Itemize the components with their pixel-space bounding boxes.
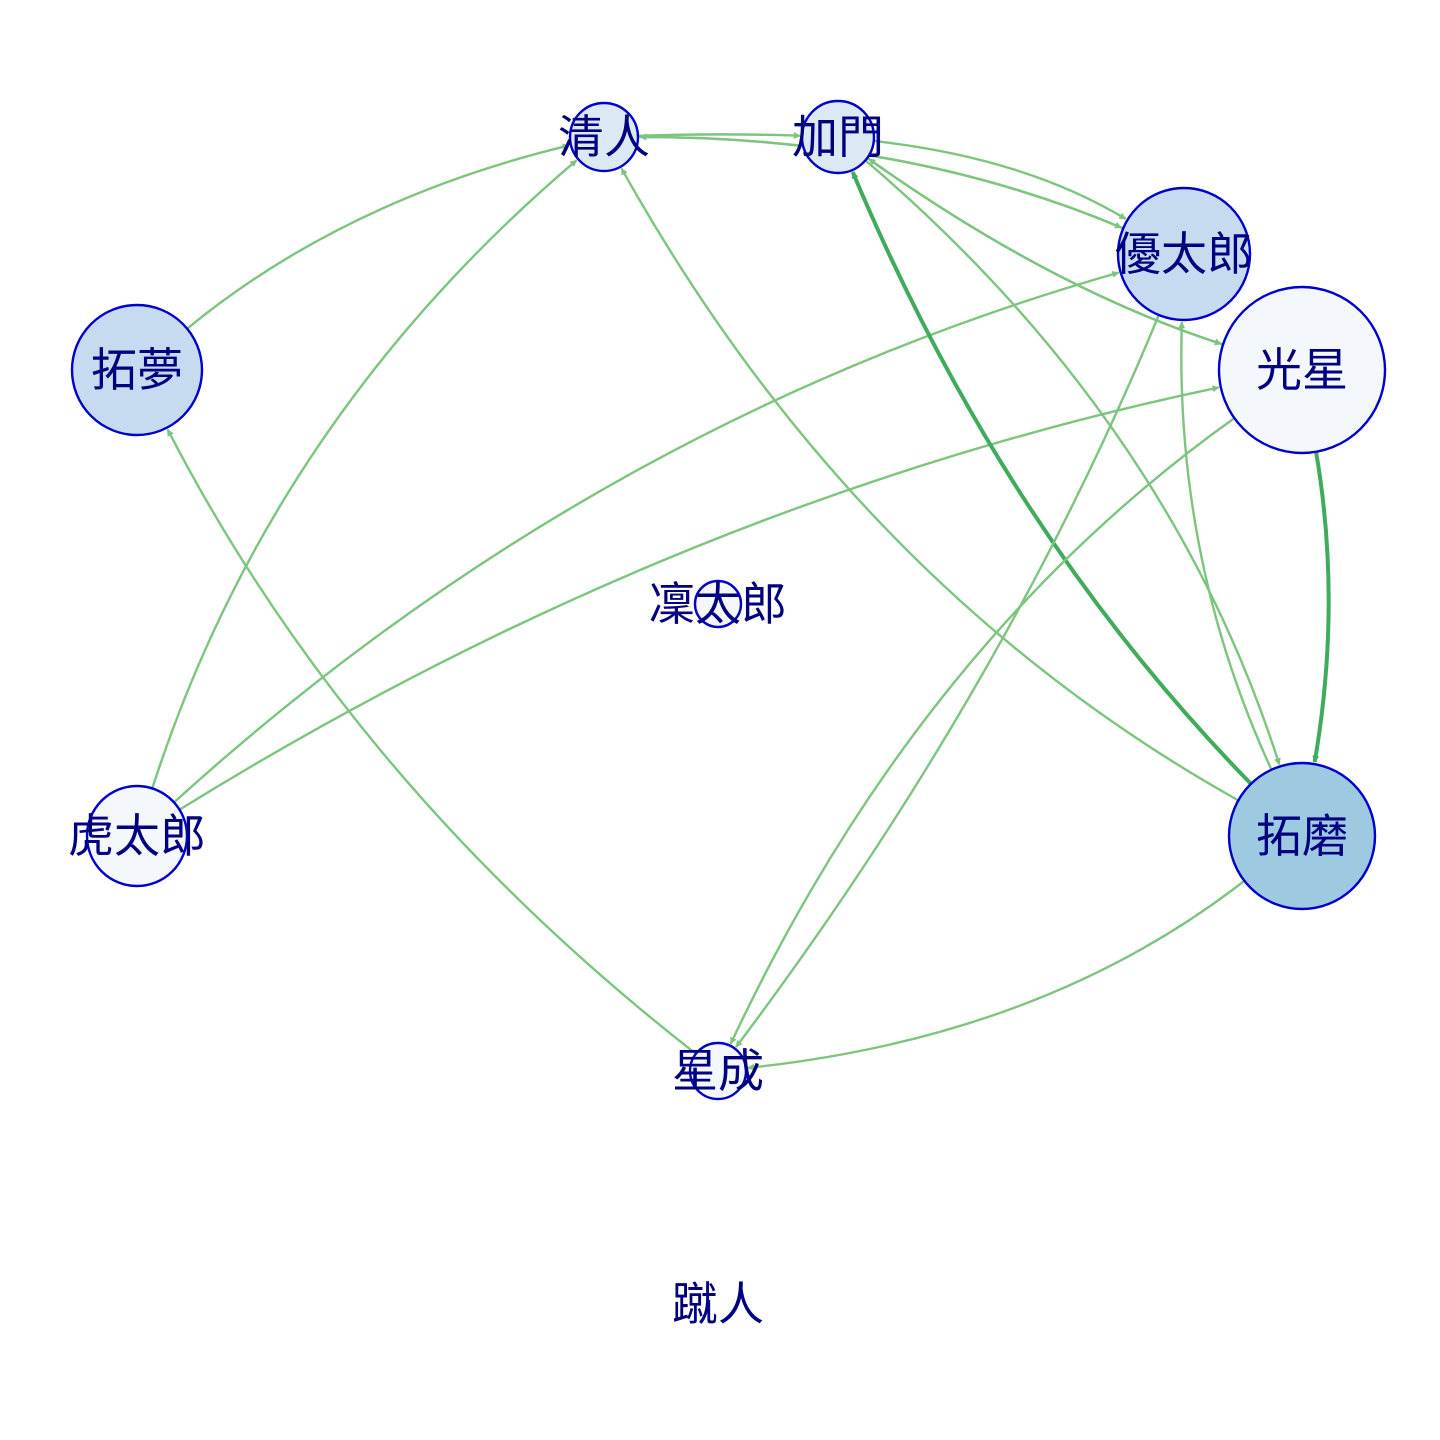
node-circle-kado[interactable] [800,99,876,175]
edges-layer [151,131,1331,1071]
edge-takumu-kiyoto [186,143,570,330]
node-label-kotaro: 虎太郎 [68,809,206,863]
edge-takuma-kado [850,171,1253,786]
edge-sena-takumu [166,428,697,1055]
node-kiyoto[interactable]: 清人 [558,101,650,173]
edge-kosei-kado [868,158,1224,346]
node-circle-yutaro[interactable] [1116,186,1252,322]
node-circle-takumu[interactable] [70,303,204,437]
edge-takuma-yutaro [1178,321,1273,771]
node-label-kosei: 光星 [1256,343,1348,397]
node-yutaro[interactable]: 優太郎 [1115,186,1253,322]
node-circle-rintaro[interactable] [693,579,743,629]
edge-kosei-takuma [1312,451,1331,763]
node-circle-kotaro[interactable] [85,784,189,888]
edge-yutaro-kiyoto [639,133,1124,230]
node-kotaro[interactable]: 虎太郎 [68,784,206,888]
edge-kiyoto-kado [637,131,801,139]
edge-kado-takuma [864,159,1281,766]
node-circle-kosei[interactable] [1217,285,1387,455]
node-rintaro[interactable]: 凜太郎 [649,577,787,631]
edge-takuma-sena [747,879,1246,1071]
node-takumu[interactable]: 拓夢 [70,303,204,437]
edge-takuma-kiyoto [620,167,1239,802]
node-label-shuto: 蹴人 [672,1277,764,1331]
edge-kotaro-yutaro [173,271,1120,804]
node-circle-takuma[interactable] [1227,761,1377,911]
node-circle-kiyoto[interactable] [568,101,640,173]
node-circle-sena[interactable] [688,1041,748,1101]
edge-kosei-sena [729,417,1236,1045]
node-label-takuma: 拓磨 [1256,809,1348,863]
node-shuto[interactable]: 蹴人 [672,1277,764,1331]
edge-kotaro-kosei [178,385,1220,811]
node-label-sena: 星成 [672,1044,764,1098]
node-sena[interactable]: 星成 [672,1041,764,1101]
node-label-kiyoto: 清人 [558,110,650,164]
node-kosei[interactable]: 光星 [1217,285,1387,455]
node-label-takumu: 拓夢 [91,343,183,397]
node-label-kado: 加門 [792,110,884,164]
edge-kado-yutaro [873,139,1127,220]
node-label-yutaro: 優太郎 [1115,227,1253,281]
edge-yutaro-sena [735,314,1160,1048]
node-kado[interactable]: 加門 [792,99,884,175]
edge-kotaro-kiyoto [151,159,578,789]
node-label-rintaro: 凜太郎 [649,577,787,631]
node-takuma[interactable]: 拓磨 [1227,761,1377,911]
